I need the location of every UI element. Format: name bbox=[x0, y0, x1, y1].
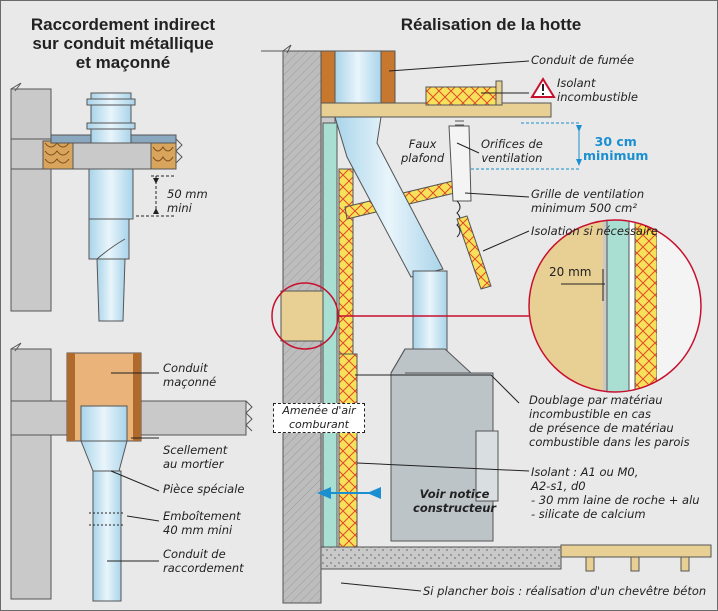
dim-50mm-value: 50 mm bbox=[167, 187, 208, 201]
doublage-label: Doublage par matériau incombustible en c… bbox=[529, 393, 690, 449]
warning-icon bbox=[530, 77, 556, 98]
conduit-maconne-line-2: maçonné bbox=[163, 375, 217, 389]
isolant-classes-line-1: Isolant : A1 ou M0, bbox=[531, 465, 639, 479]
left-title-line-3: et maçonné bbox=[75, 53, 171, 72]
scellement-line-2: au mortier bbox=[163, 457, 224, 471]
hauteur-line-2: minimum bbox=[583, 148, 649, 163]
orifices-label: Orifices de ventilation bbox=[481, 137, 543, 165]
dim-50mm-label: 50 mm mini bbox=[167, 187, 208, 215]
conduit-fumee-label: Conduit de fumée bbox=[531, 53, 635, 67]
conduit-maconne-line-1: Conduit bbox=[163, 361, 208, 375]
amenee-air-label: Amenée d'air comburant bbox=[273, 403, 365, 433]
scellement-label: Scellement au mortier bbox=[163, 443, 227, 471]
grille-line-2: minimum 500 cm² bbox=[531, 201, 637, 215]
voir-notice-label: Voir notice constructeur bbox=[413, 487, 496, 515]
scellement-line-1: Scellement bbox=[163, 443, 228, 457]
emboitement-line-1: Emboîtement bbox=[163, 509, 241, 523]
left-bottom-diagram bbox=[10, 342, 253, 602]
voir-notice-line-1: Voir notice bbox=[419, 487, 490, 501]
isolant-incombustible-label: Isolant incombustible bbox=[557, 76, 638, 104]
hood-diagram bbox=[261, 44, 712, 604]
faux-plafond-label: Faux plafond bbox=[401, 137, 444, 165]
isolant-classes-line-3: - 30 mm laine de roche + alu bbox=[531, 493, 700, 507]
isolant-classes-line-2: A2-s1, d0 bbox=[531, 479, 586, 493]
doublage-line-3: de présence de matériau bbox=[529, 421, 674, 435]
conduit-raccordement-line-2: raccordement bbox=[163, 561, 244, 575]
left-title-line-1: Raccordement indirect bbox=[30, 15, 216, 34]
magnifier-small bbox=[271, 282, 529, 350]
faux-plafond-line-1: Faux bbox=[408, 137, 437, 151]
isolation-label: Isolation si nécessaire bbox=[531, 224, 658, 238]
orifices-line-1: Orifices de bbox=[481, 137, 543, 151]
dim-20mm-label: 20 mm bbox=[549, 265, 592, 279]
conduit-raccordement-label: Conduit de raccordement bbox=[163, 547, 244, 575]
hauteur-label: 30 cm minimum bbox=[583, 135, 648, 163]
plancher-bois-label: Si plancher bois : réalisation d'un chev… bbox=[423, 584, 707, 598]
isolant-incombustible-line-2: incombustible bbox=[557, 90, 638, 104]
conduit-maconne-label: Conduit maçonné bbox=[163, 361, 216, 389]
isolant-classes-line-4: - silicate de calcium bbox=[531, 507, 646, 521]
right-title: Réalisation de la hotte bbox=[400, 15, 582, 34]
grille-line-1: Grille de ventilation bbox=[531, 187, 645, 201]
right-leaders bbox=[340, 60, 582, 592]
magnifier-large bbox=[528, 219, 702, 393]
grille-label: Grille de ventilation minimum 500 cm² bbox=[531, 187, 644, 215]
doublage-line-1: Doublage par matériau bbox=[529, 393, 663, 407]
orifices-line-2: ventilation bbox=[481, 151, 543, 165]
voir-notice-line-2: constructeur bbox=[413, 501, 497, 515]
piece-speciale-label: Pièce spéciale bbox=[163, 482, 245, 496]
hauteur-line-1: 30 cm bbox=[594, 134, 637, 149]
emboitement-label: Emboîtement 40 mm mini bbox=[163, 509, 241, 537]
amenee-air-line-1: Amenée d'air bbox=[282, 404, 356, 417]
left-title: Raccordement indirect sur conduit métall… bbox=[5, 15, 241, 72]
faux-plafond-line-2: plafond bbox=[401, 151, 445, 165]
conduit-raccordement-line-1: Conduit de bbox=[163, 547, 226, 561]
doublage-line-4: combustible dans les parois bbox=[529, 435, 690, 449]
isolant-incombustible-line-1: Isolant bbox=[557, 76, 596, 90]
left-title-line-2: sur conduit métallique bbox=[32, 34, 214, 53]
isolant-classes-label: Isolant : A1 ou M0, A2-s1, d0 - 30 mm la… bbox=[531, 465, 700, 521]
dim-mini-value: mini bbox=[167, 201, 192, 215]
emboitement-line-2: 40 mm mini bbox=[163, 523, 233, 537]
left-leaders bbox=[107, 372, 160, 562]
doublage-line-2: incombustible en cas bbox=[529, 407, 651, 421]
amenee-air-line-2: comburant bbox=[289, 418, 349, 431]
left-top-diagram bbox=[10, 82, 183, 322]
